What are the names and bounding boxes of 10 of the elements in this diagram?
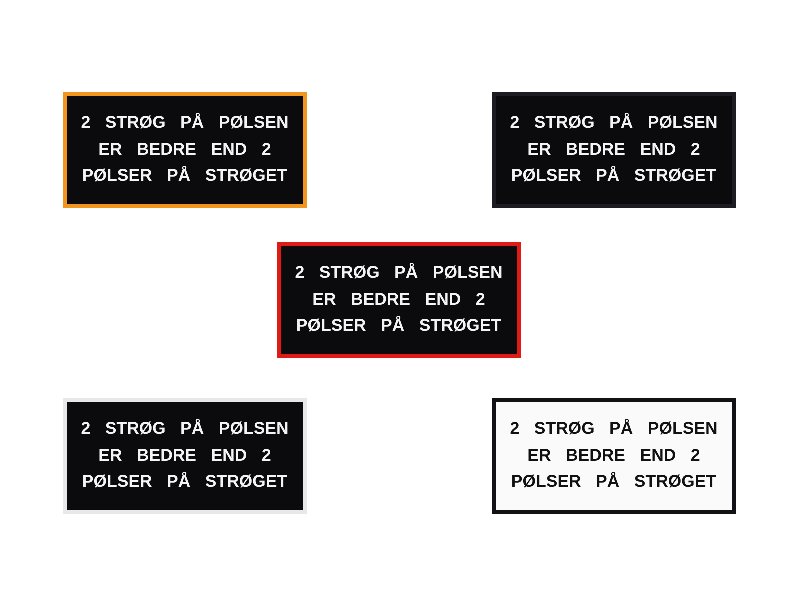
- patch-text: 2 STRØG PÅ PØLSEN ER BEDRE END 2 PØLSER PÅ STRØGET: [509, 112, 719, 188]
- embroidered-patch: [492, 398, 736, 514]
- embroidered-patch: [63, 398, 307, 514]
- patch-text: 2 STRØG PÅ PØLSEN ER BEDRE END 2 PØLSER PÅ STRØGET: [294, 262, 504, 338]
- patch-text: 2 STRØG PÅ PØLSEN ER BEDRE END 2 PØLSER PÅ STRØGET: [509, 418, 719, 494]
- embroidered-patch: [277, 242, 521, 358]
- embroidered-patch: [492, 92, 736, 208]
- patch-text: 2 STRØG PÅ PØLSEN ER BEDRE END 2 PØLSER PÅ STRØGET: [80, 418, 290, 494]
- patch-text: 2 STRØG PÅ PØLSEN ER BEDRE END 2 PØLSER PÅ STRØGET: [80, 112, 290, 188]
- embroidered-patch: [63, 92, 307, 208]
